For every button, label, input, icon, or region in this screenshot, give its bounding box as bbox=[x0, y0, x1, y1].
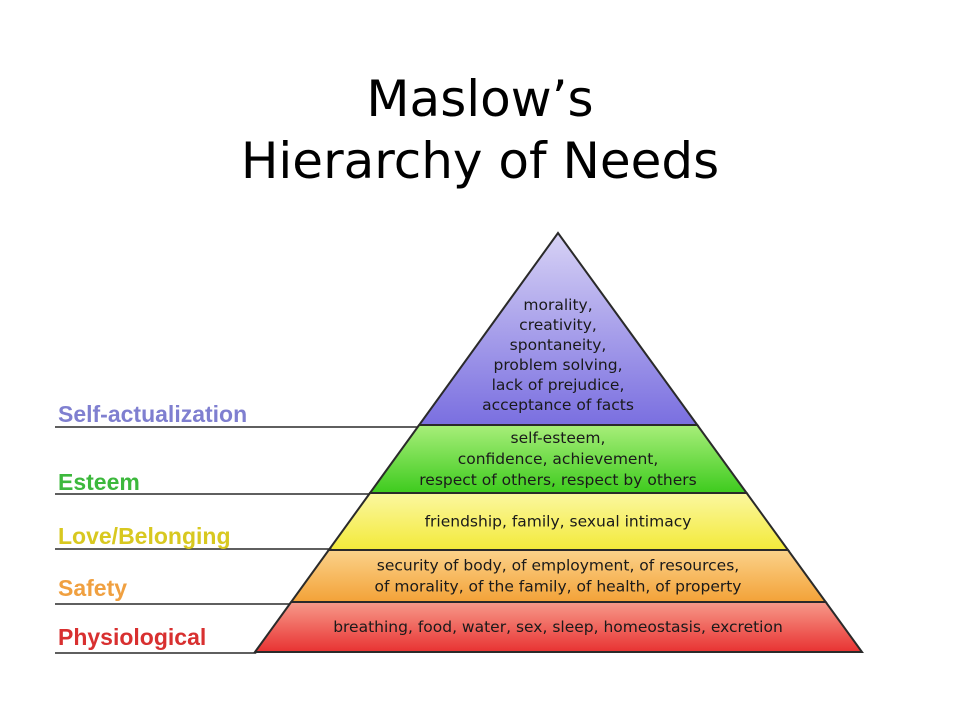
level-label: Esteem bbox=[58, 469, 140, 495]
tier-description-line: self-esteem, bbox=[511, 429, 606, 447]
title-line-1: Maslow’s bbox=[366, 70, 594, 128]
level-label: Physiological bbox=[58, 624, 206, 650]
tier-description-line: problem solving, bbox=[494, 356, 623, 374]
tier-description-line: breathing, food, water, sex, sleep, home… bbox=[333, 618, 783, 636]
title-line-2: Hierarchy of Needs bbox=[240, 132, 720, 190]
level-label: Safety bbox=[58, 575, 127, 601]
tier-description-line: of morality, of the family, of health, o… bbox=[375, 578, 742, 596]
tier-description-line: confidence, achievement, bbox=[458, 450, 659, 468]
tier-description-line: morality, bbox=[523, 296, 592, 314]
tier-description-line: creativity, bbox=[519, 316, 597, 334]
tier-description-line: acceptance of facts bbox=[482, 396, 634, 414]
level-label: Love/Belonging bbox=[58, 523, 231, 549]
tier-description-line: spontaneity, bbox=[510, 336, 607, 354]
level-label: Self-actualization bbox=[58, 401, 247, 427]
tier-description-line: security of body, of employment, of reso… bbox=[377, 557, 739, 575]
tier-description-line: respect of others, respect by others bbox=[419, 471, 697, 489]
tier-description-line: friendship, family, sexual intimacy bbox=[425, 513, 692, 531]
tier-description-line: lack of prejudice, bbox=[492, 376, 625, 394]
pyramid-tier-physiological bbox=[253, 601, 864, 653]
